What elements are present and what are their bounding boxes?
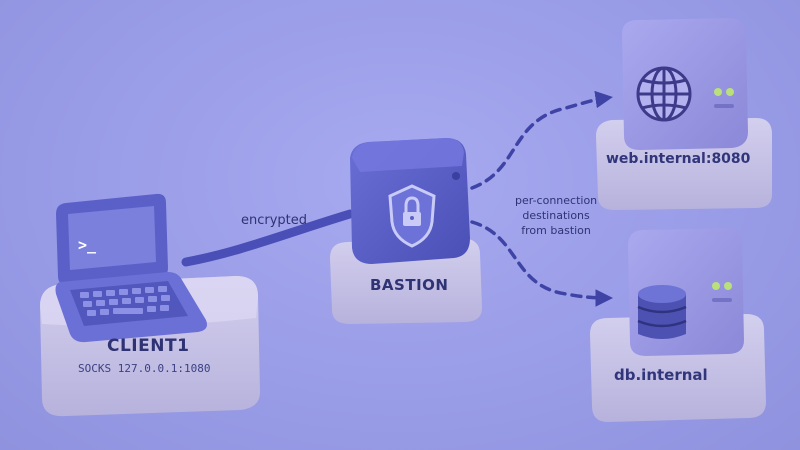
bastion-name: BASTION: [370, 276, 449, 294]
globe-icon: [636, 66, 692, 122]
arrow-to-web: [470, 90, 613, 190]
client-name: CLIENT1: [107, 336, 190, 356]
terminal-prompt: >_: [78, 236, 97, 254]
destinations-note-line-3: from bastion: [521, 224, 591, 237]
encrypted-label: encrypted: [241, 213, 308, 228]
laptop-icon: >_: [55, 193, 207, 343]
destinations-note: per-connection destinations from bastion: [515, 193, 597, 238]
arrow-to-db: [470, 220, 613, 307]
encrypted-link: [181, 209, 355, 267]
db-server-name: db.internal: [614, 366, 708, 384]
db-server: [628, 228, 744, 356]
bastion-cube: [350, 138, 470, 264]
shield-lock-icon: [388, 184, 436, 248]
destinations-note-line-1: per-connection: [515, 194, 598, 207]
web-server: [622, 18, 748, 150]
database-icon: [637, 285, 687, 339]
client-socks-address: SOCKS 127.0.0.1:1080: [78, 362, 211, 375]
web-server-name: web.internal:8080: [606, 151, 751, 167]
destinations-note-line-2: destinations: [522, 209, 590, 222]
